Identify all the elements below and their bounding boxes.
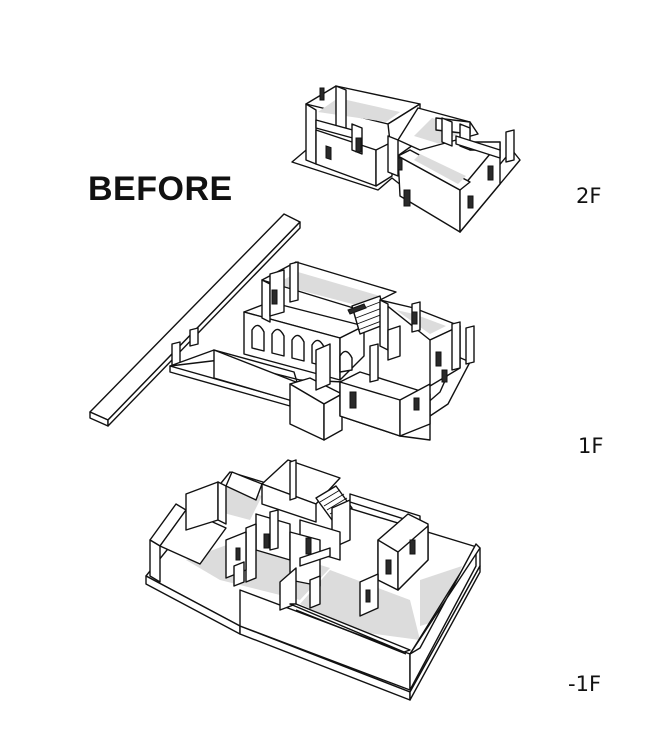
floor-1f-model <box>89 213 475 441</box>
floor-label-2f: 2F <box>576 184 602 208</box>
page-title: BEFORE <box>88 170 233 208</box>
floor-label-b1f: -1F <box>568 672 602 696</box>
floor-2f-model <box>291 85 521 233</box>
floor-label-1f: 1F <box>578 434 604 458</box>
floor-b1f-model <box>145 459 481 701</box>
